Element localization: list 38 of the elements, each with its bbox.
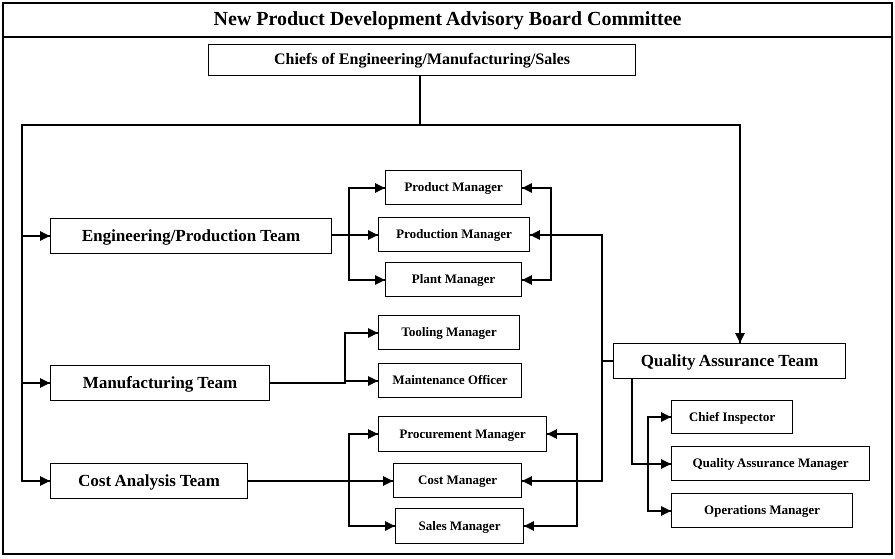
org-box — [393, 463, 522, 498]
org-box — [208, 44, 636, 76]
org-box — [385, 170, 522, 205]
role-label: Cost Analysis Team — [78, 470, 220, 492]
diagram-title: New Product Development Advisory Board Committee — [214, 7, 682, 32]
role-label: Manufacturing Team — [82, 372, 238, 394]
role-label: Operations Manager — [704, 502, 820, 519]
org-box — [671, 446, 870, 481]
role-label: Tooling Manager — [401, 324, 497, 341]
role-label: Plant Manager — [412, 271, 496, 288]
org-box — [378, 416, 547, 452]
org-box — [378, 363, 522, 398]
role-label: Quality Assurance Team — [640, 350, 818, 372]
connector-arrow — [332, 234, 385, 285]
role-label: Procurement Manager — [399, 426, 526, 442]
role-label: Quality Assurance Manager — [692, 455, 848, 472]
org-box — [378, 315, 520, 350]
org-box — [385, 262, 522, 297]
role-label: Sales Manager — [418, 518, 500, 534]
org-box — [395, 508, 524, 544]
role-label: Production Manager — [396, 226, 512, 243]
connector-arrow — [248, 480, 395, 531]
org-box — [613, 343, 846, 379]
org-box — [50, 218, 332, 254]
org-box — [378, 217, 530, 252]
org-box — [50, 463, 248, 499]
role-label: Engineering/Production Team — [82, 225, 300, 247]
role-label: Cost Manager — [418, 472, 498, 489]
connector-arrow — [270, 376, 378, 386]
org-box — [671, 493, 853, 528]
role-label: Chief Inspector — [688, 408, 776, 426]
org-box — [50, 365, 270, 401]
org-box — [671, 400, 793, 434]
role-label: Chiefs of Engineering/Manufacturing/Sales — [274, 50, 570, 70]
connector-arrow — [631, 379, 671, 516]
role-label: Maintenance Officer — [392, 372, 508, 389]
role-label: Product Manager — [404, 179, 503, 196]
connector-arrow — [524, 360, 613, 531]
